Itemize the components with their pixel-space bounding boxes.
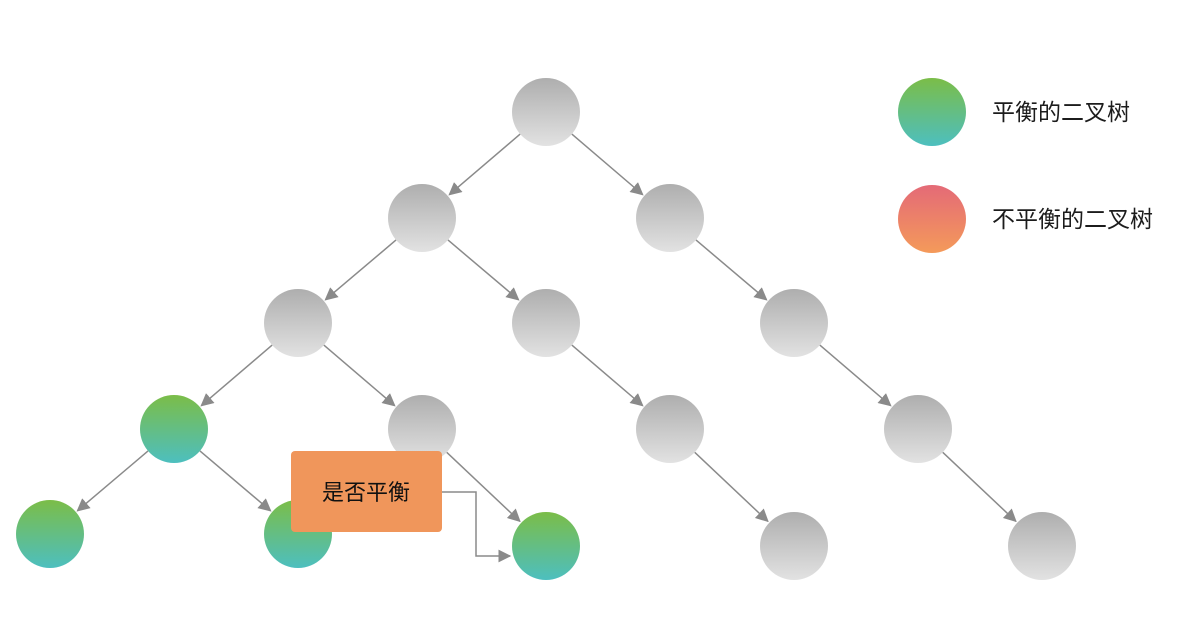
tree-node-n11-balanced: [16, 500, 84, 568]
tree-nodes: [16, 78, 1076, 580]
tree-node-n5: [512, 289, 580, 357]
tree-edge-n3-n6: [695, 239, 768, 301]
tree-node-n7-balanced: [140, 395, 208, 463]
tree-node-n6: [760, 289, 828, 357]
tree-edge-n6-n10: [819, 344, 892, 407]
tree-edge-n4-n8: [323, 344, 396, 407]
tree-edge-n1-n3: [571, 133, 644, 196]
callout-connector-arrow: [442, 491, 512, 563]
tree-node-n10: [884, 395, 952, 463]
tree-edge-n1-n2: [448, 133, 521, 196]
tree-edge-n5-n9: [571, 344, 644, 407]
tree-edge-n8-n13: [446, 451, 521, 523]
tree-node-n4: [264, 289, 332, 357]
tree-node-n13-balanced: [512, 512, 580, 580]
tree-node-n1: [512, 78, 580, 146]
callout-box: [291, 451, 442, 532]
tree-edge-n7-n11: [76, 450, 149, 512]
tree-node-n9: [636, 395, 704, 463]
legend-balanced-swatch: [898, 78, 966, 146]
tree-node-n14: [760, 512, 828, 580]
tree-edge-n10-n15: [942, 451, 1017, 523]
balance-check-callout: 是否平衡: [291, 451, 512, 563]
tree-edge-n2-n5: [447, 239, 520, 301]
tree-edge-n2-n4: [324, 239, 397, 301]
tree-edge-n9-n14: [694, 451, 769, 523]
legend-unbalanced-label: 不平衡的二叉树: [992, 207, 1153, 233]
legend-balanced-label: 平衡的二叉树: [992, 100, 1130, 126]
legend-unbalanced-swatch: [898, 185, 966, 253]
tree-node-n15: [1008, 512, 1076, 580]
legend-item-balanced: 平衡的二叉树: [898, 78, 1130, 146]
tree-edge-n7-n12: [199, 450, 272, 512]
legend: 平衡的二叉树 不平衡的二叉树: [898, 78, 1153, 253]
legend-item-unbalanced: 不平衡的二叉树: [898, 185, 1153, 253]
tree-edges: [76, 133, 1017, 523]
callout-label: 是否平衡: [322, 481, 410, 506]
tree-edge-n4-n7: [200, 344, 273, 407]
tree-node-n2: [388, 184, 456, 252]
tree-node-n3: [636, 184, 704, 252]
tree-node-n8: [388, 395, 456, 463]
